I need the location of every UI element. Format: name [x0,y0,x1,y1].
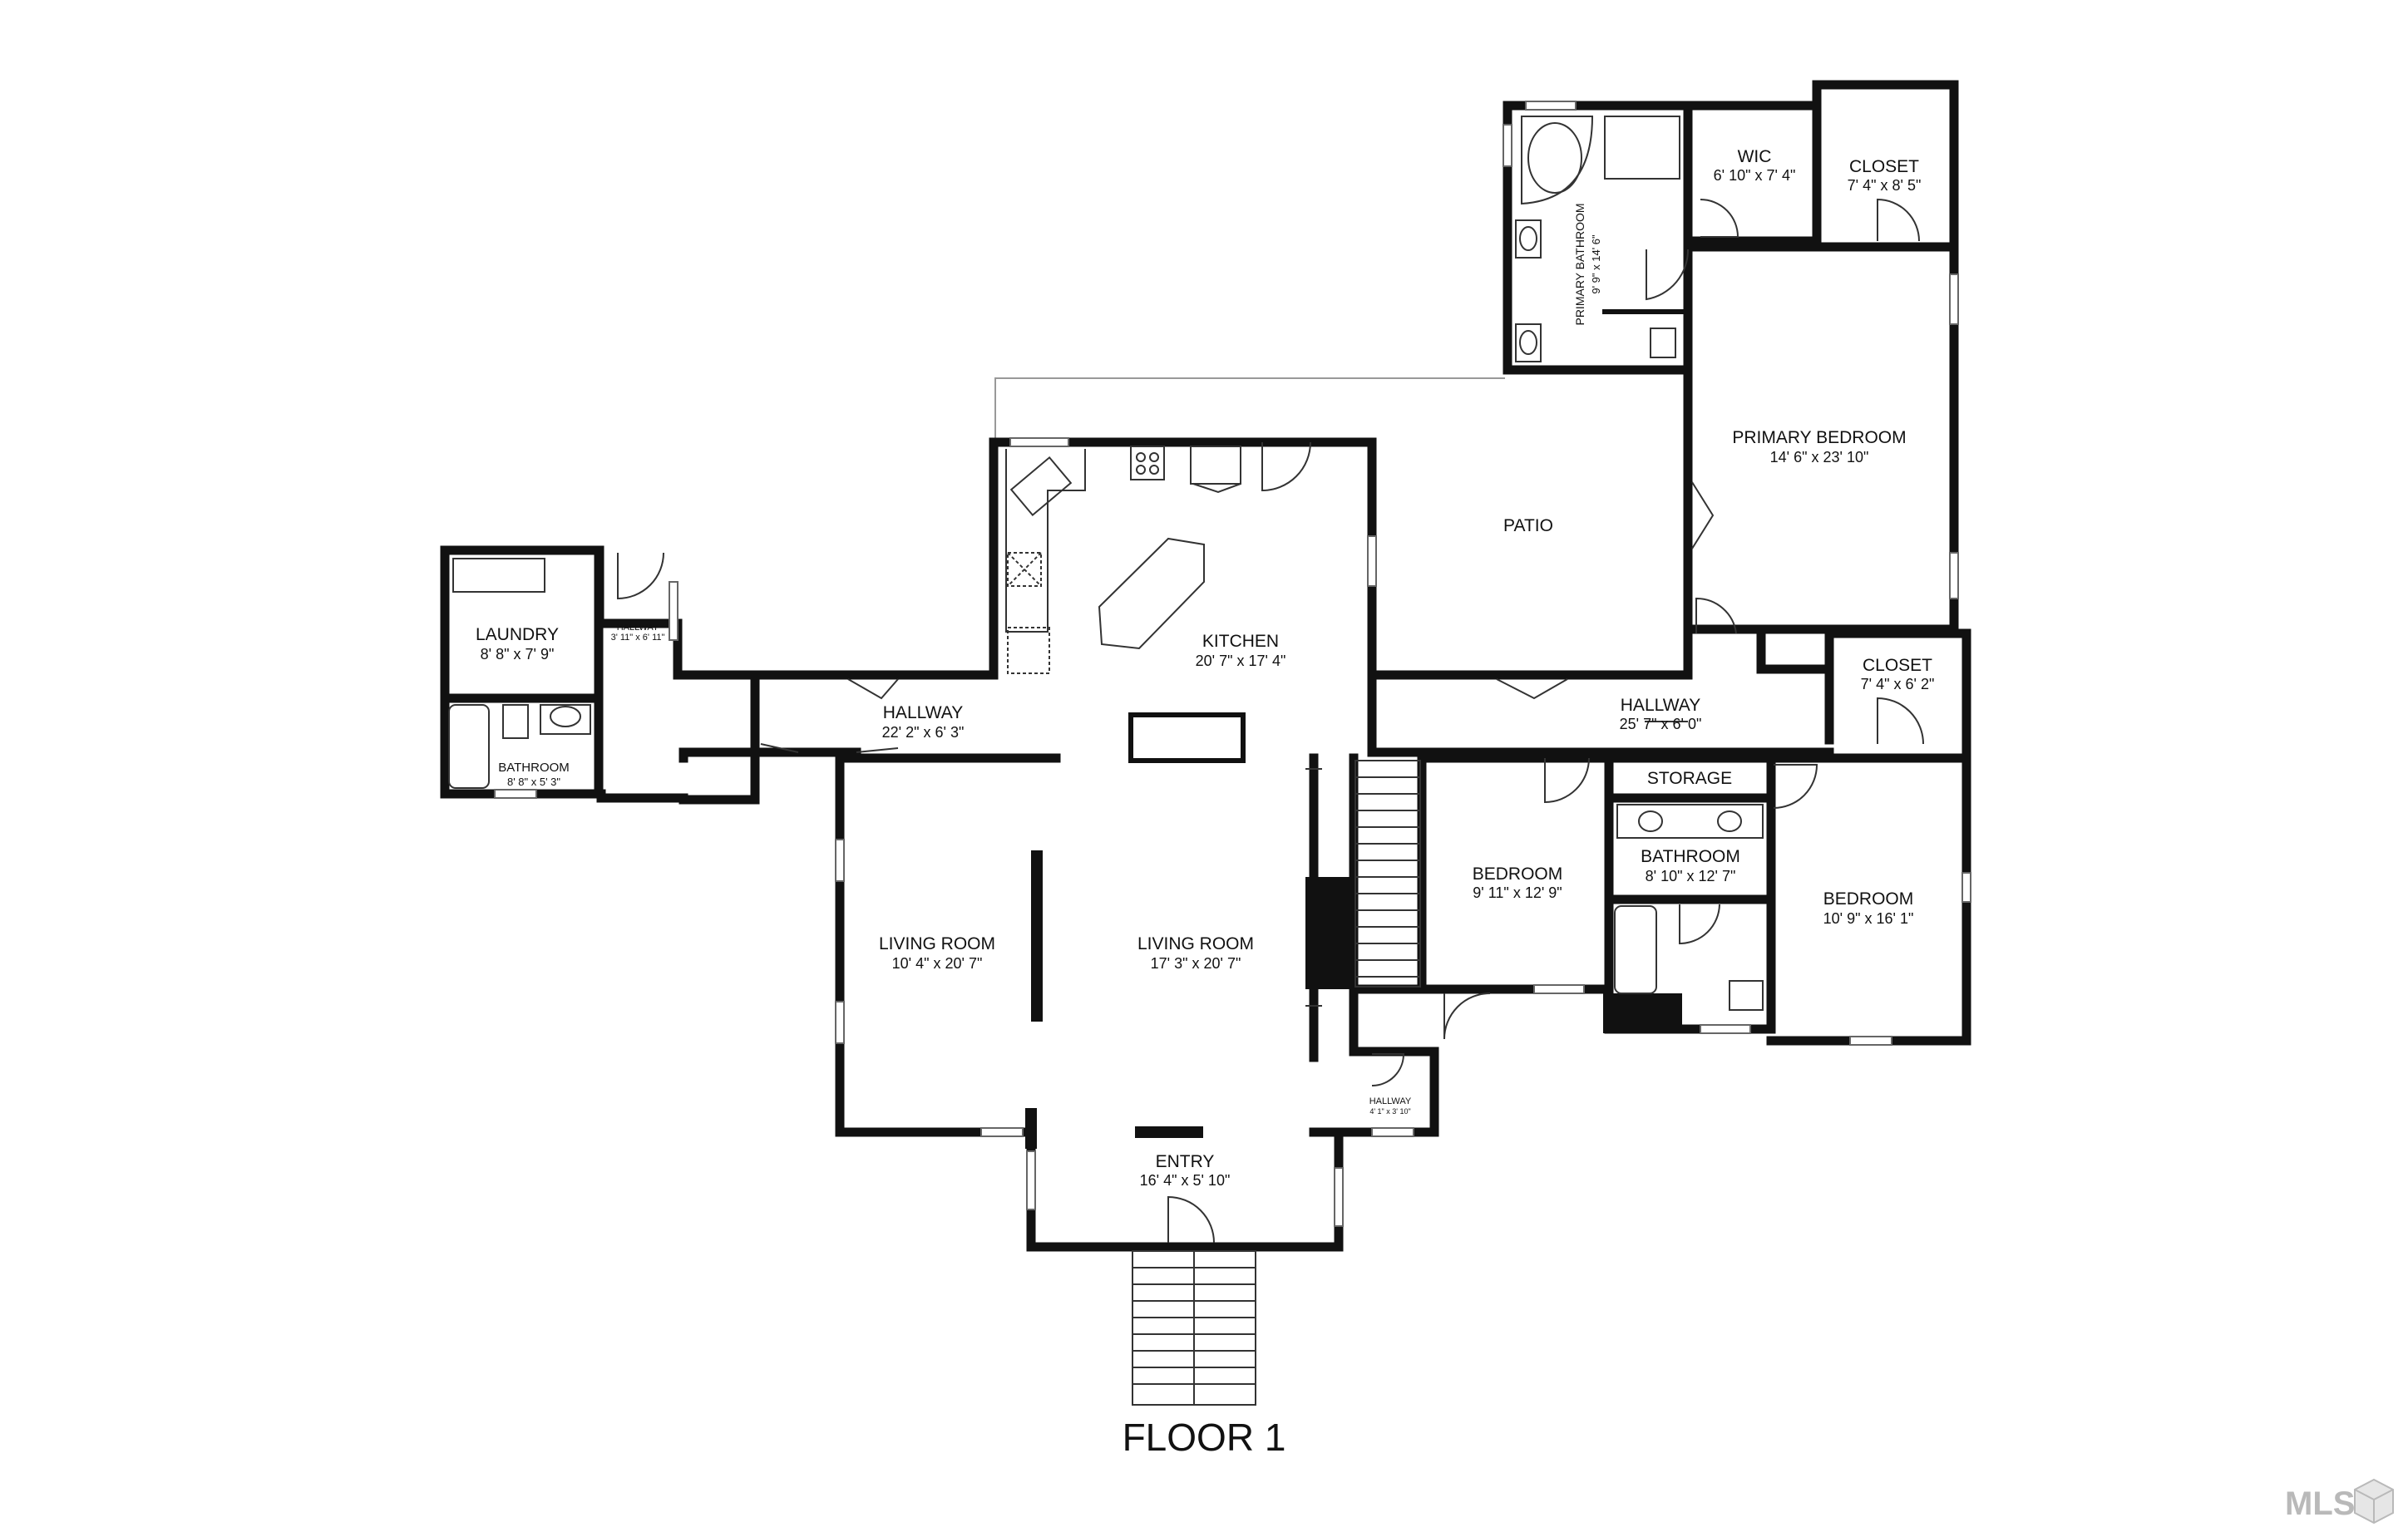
entry-step-treads [1132,1251,1256,1405]
label-entry: ENTRY [1156,1152,1215,1171]
label-hallway-right: HALLWAY [1621,696,1700,715]
windows [494,101,1971,1227]
wall-closet-right [1824,628,1971,763]
dims-hallway-main: 22' 2" x 6' 3" [882,724,965,741]
label-bedroom-right: BEDROOM [1823,889,1914,909]
label-hallway-main: HALLWAY [883,703,963,722]
wall-stair-box [1349,753,1427,994]
stove [1130,446,1165,480]
wall-hallway-right [1367,670,1834,757]
label-laundry: LAUNDRY [476,625,559,644]
kitchen-bar [1128,712,1246,763]
dims-bathroom-left: 8' 8" x 5' 3" [507,776,560,788]
dims-kitchen: 20' 7" x 17' 4" [1196,653,1286,669]
doors [617,198,1924,1244]
fridge [1007,627,1050,674]
label-storage: STORAGE [1647,769,1732,788]
kitchen-sink [1009,456,1073,517]
stairs [1354,760,1421,988]
wall-entry [1026,1127,1344,1252]
label-bathroom-left: BATHROOM [498,761,570,775]
dims-primary-bathroom: 9' 9" x 14' 6" [1590,234,1602,294]
wall-kitchen [989,437,1377,680]
floor-title: FLOOR 1 [1123,1416,1286,1459]
label-kitchen: KITCHEN [1202,632,1279,651]
mls-logo-text: MLS [2285,1485,2355,1522]
fixtures [448,116,1764,1406]
label-hallway-small-left: HALLWAY [617,623,659,633]
stair-treads [1355,776,1420,978]
label-living-left: LIVING ROOM [879,934,995,953]
dims-primary-bedroom: 14' 6" x 23' 10" [1770,449,1869,466]
dims-wic: 6' 10" x 7' 4" [1714,167,1796,184]
dims-living-center: 17' 3" x 20' 7" [1151,955,1241,972]
label-closet-top: CLOSET [1849,157,1919,176]
left-bath-tub [448,704,490,789]
patio-outline [994,377,1505,439]
primary-shower [1604,116,1680,180]
dims-bedroom-center: 9' 11" x 12' 9" [1473,884,1562,901]
label-bedroom-center: BEDROOM [1473,865,1563,884]
dice-icon [2354,1478,2394,1525]
primary-tub [1521,116,1594,205]
label-living-center: LIVING ROOM [1137,934,1254,953]
label-wic: WIC [1738,147,1772,166]
dims-laundry: 8' 8" x 7' 9" [481,646,555,663]
mls-logo: MLS [2285,1478,2394,1525]
dims-closet-right: 7' 4" x 6' 2" [1861,676,1935,692]
dims-closet-top: 7' 4" x 8' 5" [1848,177,1922,194]
dims-hallway-entry-side: 4' 1" x 3' 10" [1369,1107,1410,1116]
wall-primary-bedroom [1683,242,1959,634]
label-hallway-entry-side: HALLWAY [1369,1096,1412,1106]
dims-hallway-small-left: 3' 11" x 6' 11" [611,633,665,643]
dishwasher [1007,552,1042,587]
fireplace [1305,877,1354,989]
wall-hallway-bottom-left [678,747,861,763]
bath-center-fixture-dark [1603,993,1682,1033]
kitchen-island [1098,537,1205,650]
label-patio: PATIO [1503,516,1553,535]
wall-primary-bath [1503,101,1693,375]
dims-entry: 16' 4" x 5' 10" [1140,1172,1231,1189]
label-closet-right: CLOSET [1863,656,1932,675]
wall-living-left [835,753,1028,1137]
wall-bath-center [1604,753,1776,1034]
dims-hallway-right: 25' 7" x 6' 0" [1620,716,1702,732]
dims-bathroom-center: 8' 10" x 12' 7" [1646,868,1736,884]
dims-living-left: 10' 4" x 20' 7" [892,955,983,972]
room-labels: LAUNDRY 8' 8" x 7' 9" HALLWAY 3' 11" x 6… [476,147,1934,1459]
label-primary-bathroom: PRIMARY BATHROOM [1573,203,1586,325]
label-bathroom-center: BATHROOM [1641,847,1740,866]
center-bath-tub [1614,905,1657,994]
dims-bedroom-right: 10' 9" x 16' 1" [1823,910,1914,927]
label-primary-bedroom: PRIMARY BEDROOM [1732,428,1906,447]
